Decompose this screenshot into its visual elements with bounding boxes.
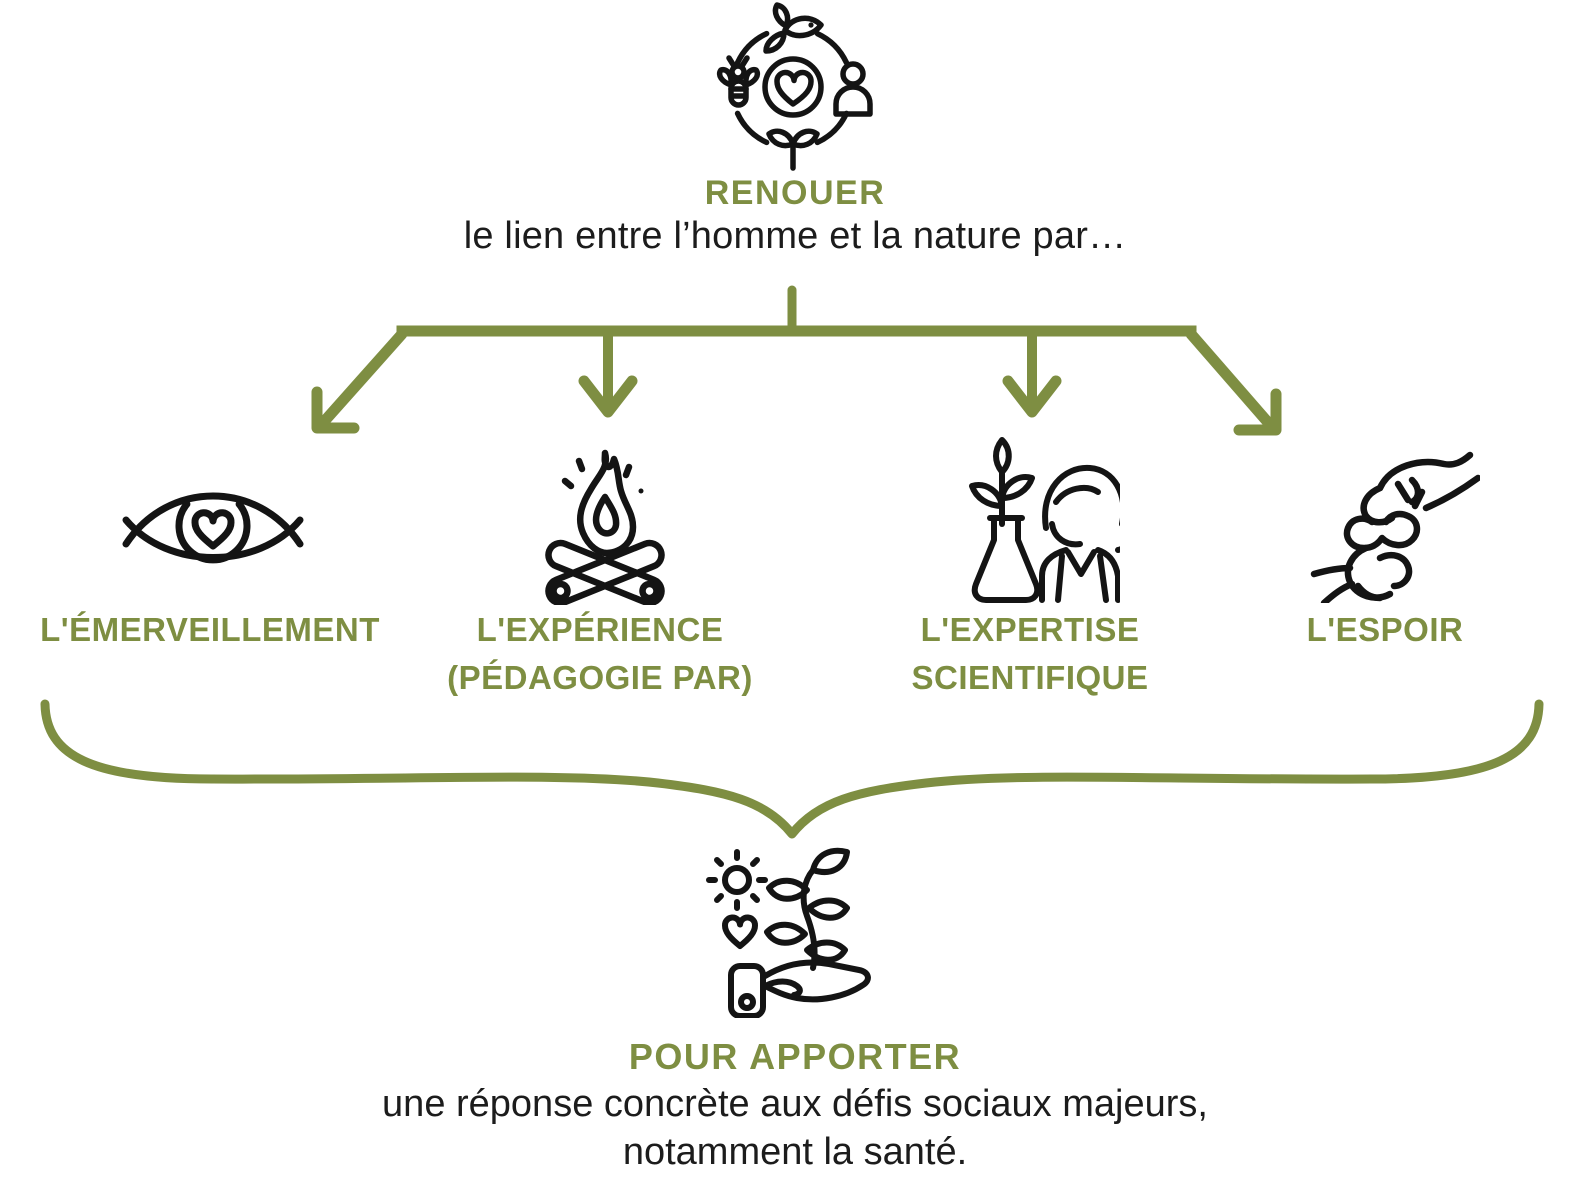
branch-label-line: L'EXPERTISE (920, 611, 1140, 648)
heart-glyph (722, 914, 758, 949)
nature-cycle-icon (716, 2, 873, 171)
fish-glyph (763, 2, 824, 54)
gathering-brace (40, 699, 1544, 839)
branch-label-espoir: L'ESPOIR (1185, 606, 1585, 654)
scientist-plant-icon (969, 437, 1120, 603)
eye-heart-icon (122, 492, 304, 564)
branch-label-line: L'EXPÉRIENCE (476, 611, 724, 648)
hand-glyph (728, 959, 871, 1018)
branch-label-line: L'ESPOIR (1306, 611, 1464, 648)
hand-plant-icon (706, 847, 871, 1018)
branch-label-expertise: L'EXPERTISE SCIENTIFIQUE (830, 606, 1230, 702)
arrow-down-1 (578, 326, 638, 418)
footer-title: POUR APPORTER (628, 1036, 962, 1077)
arrow-right-diagonal (1185, 328, 1282, 436)
branch-label-experience: L'EXPÉRIENCE (PÉDAGOGIE PAR) (400, 606, 800, 702)
arrow-left-diagonal (311, 328, 408, 434)
branch-label-emerveillement: L'ÉMERVEILLEMENT (10, 606, 410, 654)
campfire-icon (545, 449, 665, 605)
branch-label-line: L'ÉMERVEILLEMENT (40, 611, 380, 648)
arrow-down-2 (1002, 326, 1062, 418)
branch-label-line: SCIENTIFIQUE (911, 659, 1149, 696)
footer-text: une réponse concrète aux défis sociaux m… (0, 1080, 1590, 1176)
bee-glyph (716, 55, 761, 108)
person-glyph (833, 61, 873, 117)
footer-text-line: notamment la santé. (622, 1131, 968, 1173)
sun-glyph (706, 849, 768, 911)
sprout-glyph (766, 128, 820, 171)
footer-text-line: une réponse concrète aux défis sociaux m… (382, 1083, 1208, 1125)
header-subtitle: le lien entre l’homme et la nature par… (463, 215, 1127, 257)
branch-label-line: (PÉDAGOGIE PAR) (447, 659, 753, 696)
helping-hands-icon (1310, 451, 1480, 603)
header-title: RENOUER (704, 174, 886, 212)
plant-glyph (764, 847, 850, 971)
